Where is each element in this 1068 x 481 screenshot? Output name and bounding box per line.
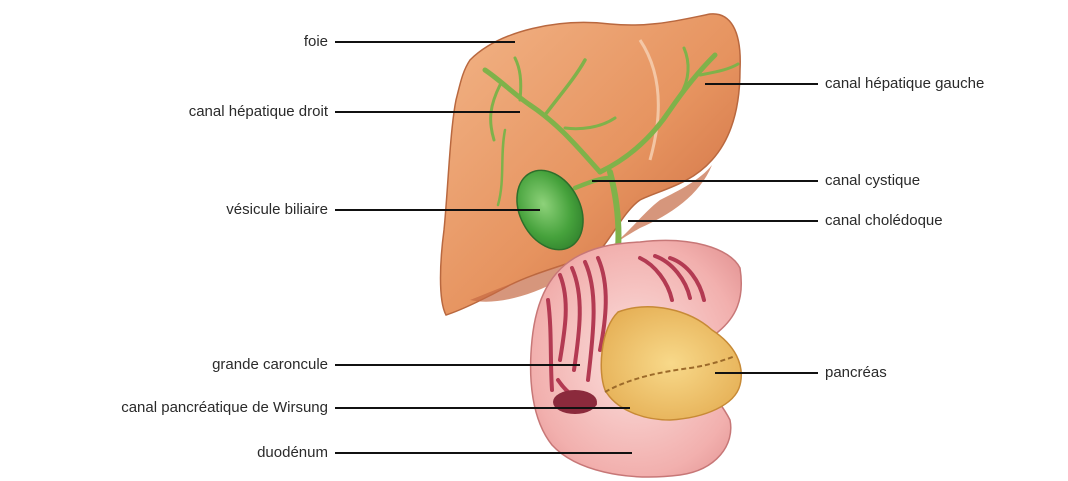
- label-canal-choledoque: canal cholédoque: [825, 212, 943, 230]
- duodenum-opening: [553, 390, 597, 414]
- label-pancreas: pancréas: [825, 364, 887, 382]
- label-canal-pancreatique-wirsung: canal pancréatique de Wirsung: [121, 399, 328, 417]
- label-canal-hepatique-droit: canal hépatique droit: [189, 103, 328, 121]
- label-canal-cystique: canal cystique: [825, 172, 920, 190]
- label-foie: foie: [304, 33, 328, 51]
- label-grande-caroncule: grande caroncule: [212, 356, 328, 374]
- label-duodenum: duodénum: [257, 444, 328, 462]
- label-canal-hepatique-gauche: canal hépatique gauche: [825, 75, 984, 93]
- label-vesicule-biliaire: vésicule biliaire: [226, 201, 328, 219]
